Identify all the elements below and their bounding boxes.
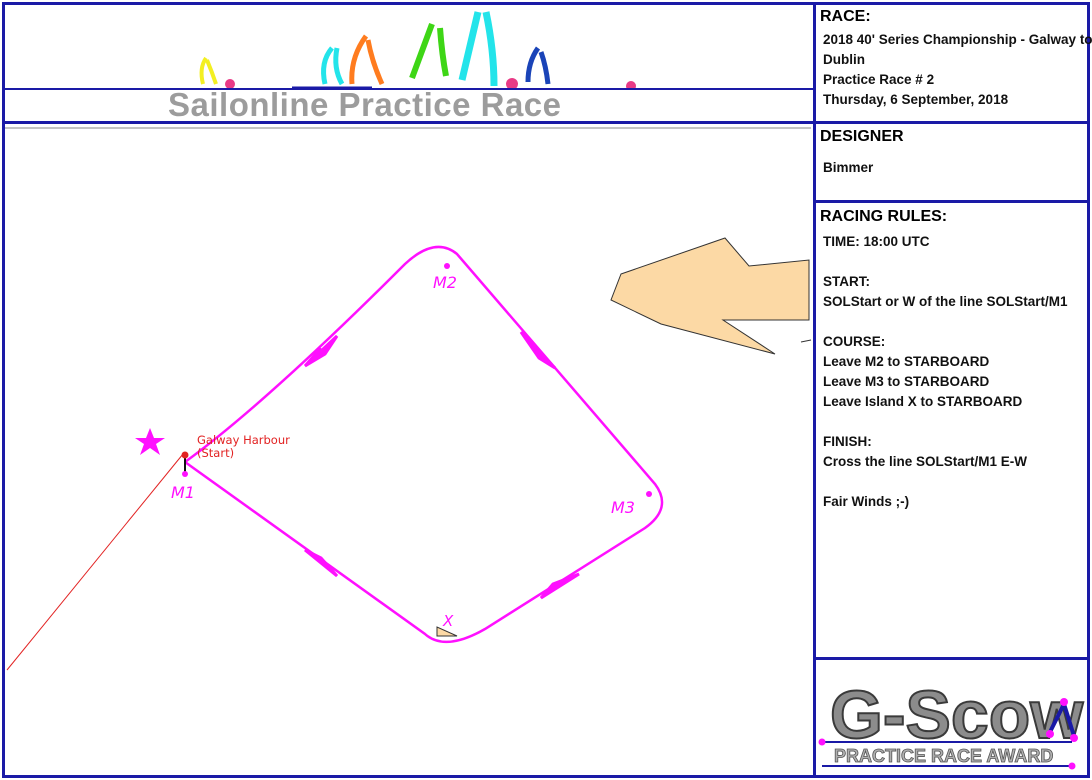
award-dot-icon (1046, 730, 1054, 738)
sail-orange-icon (349, 34, 385, 86)
start-line (6, 453, 184, 671)
sail-bigcyan-icon (458, 11, 498, 87)
sail-blue-icon (525, 46, 551, 85)
race-details: 2018 40' Series Championship - Galway to… (823, 30, 1092, 110)
divider-header (2, 121, 816, 124)
m2-dot-icon (444, 263, 450, 269)
banner-title: Sailonline Practice Race (168, 86, 562, 123)
start-label-line1: Galway Harbour (197, 433, 290, 447)
rules-line: START: (823, 274, 870, 289)
rules-list: TIME: 18:00 UTC START: SOLStart or W of … (823, 232, 1068, 512)
buoy-pink-icon (225, 79, 235, 88)
rules-line: SOLStart or W of the line SOLStart/M1 (823, 294, 1068, 309)
rules-line: Leave M2 to STARBOARD (823, 354, 990, 369)
award-subtitle: PRACTICE RACE AWARD (834, 746, 1053, 766)
designer-name: Bimmer (823, 160, 874, 175)
award-dot-icon (1070, 734, 1078, 742)
start-star-icon (135, 428, 165, 455)
divider-vertical (813, 2, 816, 778)
course-route (184, 245, 664, 644)
rules-line: Leave M3 to STARBOARD (823, 374, 990, 389)
race-line: Dublin (823, 52, 865, 67)
rules-line (823, 312, 1068, 332)
divider-banner (2, 88, 816, 90)
rules-line: COURSE: (823, 334, 886, 349)
m1-dot-icon (182, 471, 188, 477)
rules-line (823, 252, 1068, 272)
buoy-pink-icon (626, 81, 636, 88)
m3-label: M3 (611, 498, 635, 517)
sail-green-icon (409, 22, 449, 80)
start-label-line2: (Start) (197, 446, 234, 460)
rules-line (823, 412, 1068, 432)
rules-line: Cross the line SOLStart/M1 E-W (823, 454, 1028, 469)
banner-sails (199, 11, 636, 88)
arrow-to-m2-icon (303, 334, 339, 368)
divider-race (813, 121, 1090, 124)
race-line: Practice Race # 2 (823, 72, 935, 87)
arrow-to-x-icon (539, 572, 580, 600)
course-map: Galway Harbour (Start) M1 M2 M3 X (5, 127, 812, 671)
m1-label: M1 (171, 483, 195, 502)
buoy-pink-icon (506, 78, 518, 88)
x-label: X (442, 612, 454, 630)
rules-heading: RACING RULES: (820, 208, 948, 225)
race-line: 2018 40' Series Championship - Galway to (823, 32, 1092, 47)
race-heading: RACE: (820, 8, 871, 25)
start-dot-icon (181, 451, 189, 459)
arrow-to-m3-icon (519, 330, 557, 370)
race-line: Thursday, 6 September, 2018 (823, 92, 1009, 107)
island-x (436, 626, 458, 637)
gscow-award-logo: G-Scow PRACTICE RACE AWARD (818, 676, 1085, 770)
rules-line: Fair Winds ;-) (823, 494, 910, 509)
divider-rules (813, 657, 1090, 660)
land-mass (610, 237, 810, 355)
rules-line (823, 472, 1068, 492)
designer-heading: DESIGNER (820, 128, 904, 145)
award-dot-icon (1060, 698, 1068, 706)
sail-cyan-icon (321, 46, 345, 86)
rules-line: TIME: 18:00 UTC (823, 234, 930, 249)
m2-label: M2 (433, 273, 457, 292)
divider-designer (813, 200, 1090, 203)
sail-yellow-icon (199, 56, 218, 85)
arrow-to-finish-icon (304, 548, 339, 578)
rules-line: FINISH: (823, 434, 872, 449)
m3-dot-icon (646, 491, 652, 497)
rules-line: Leave Island X to STARBOARD (823, 394, 1023, 409)
